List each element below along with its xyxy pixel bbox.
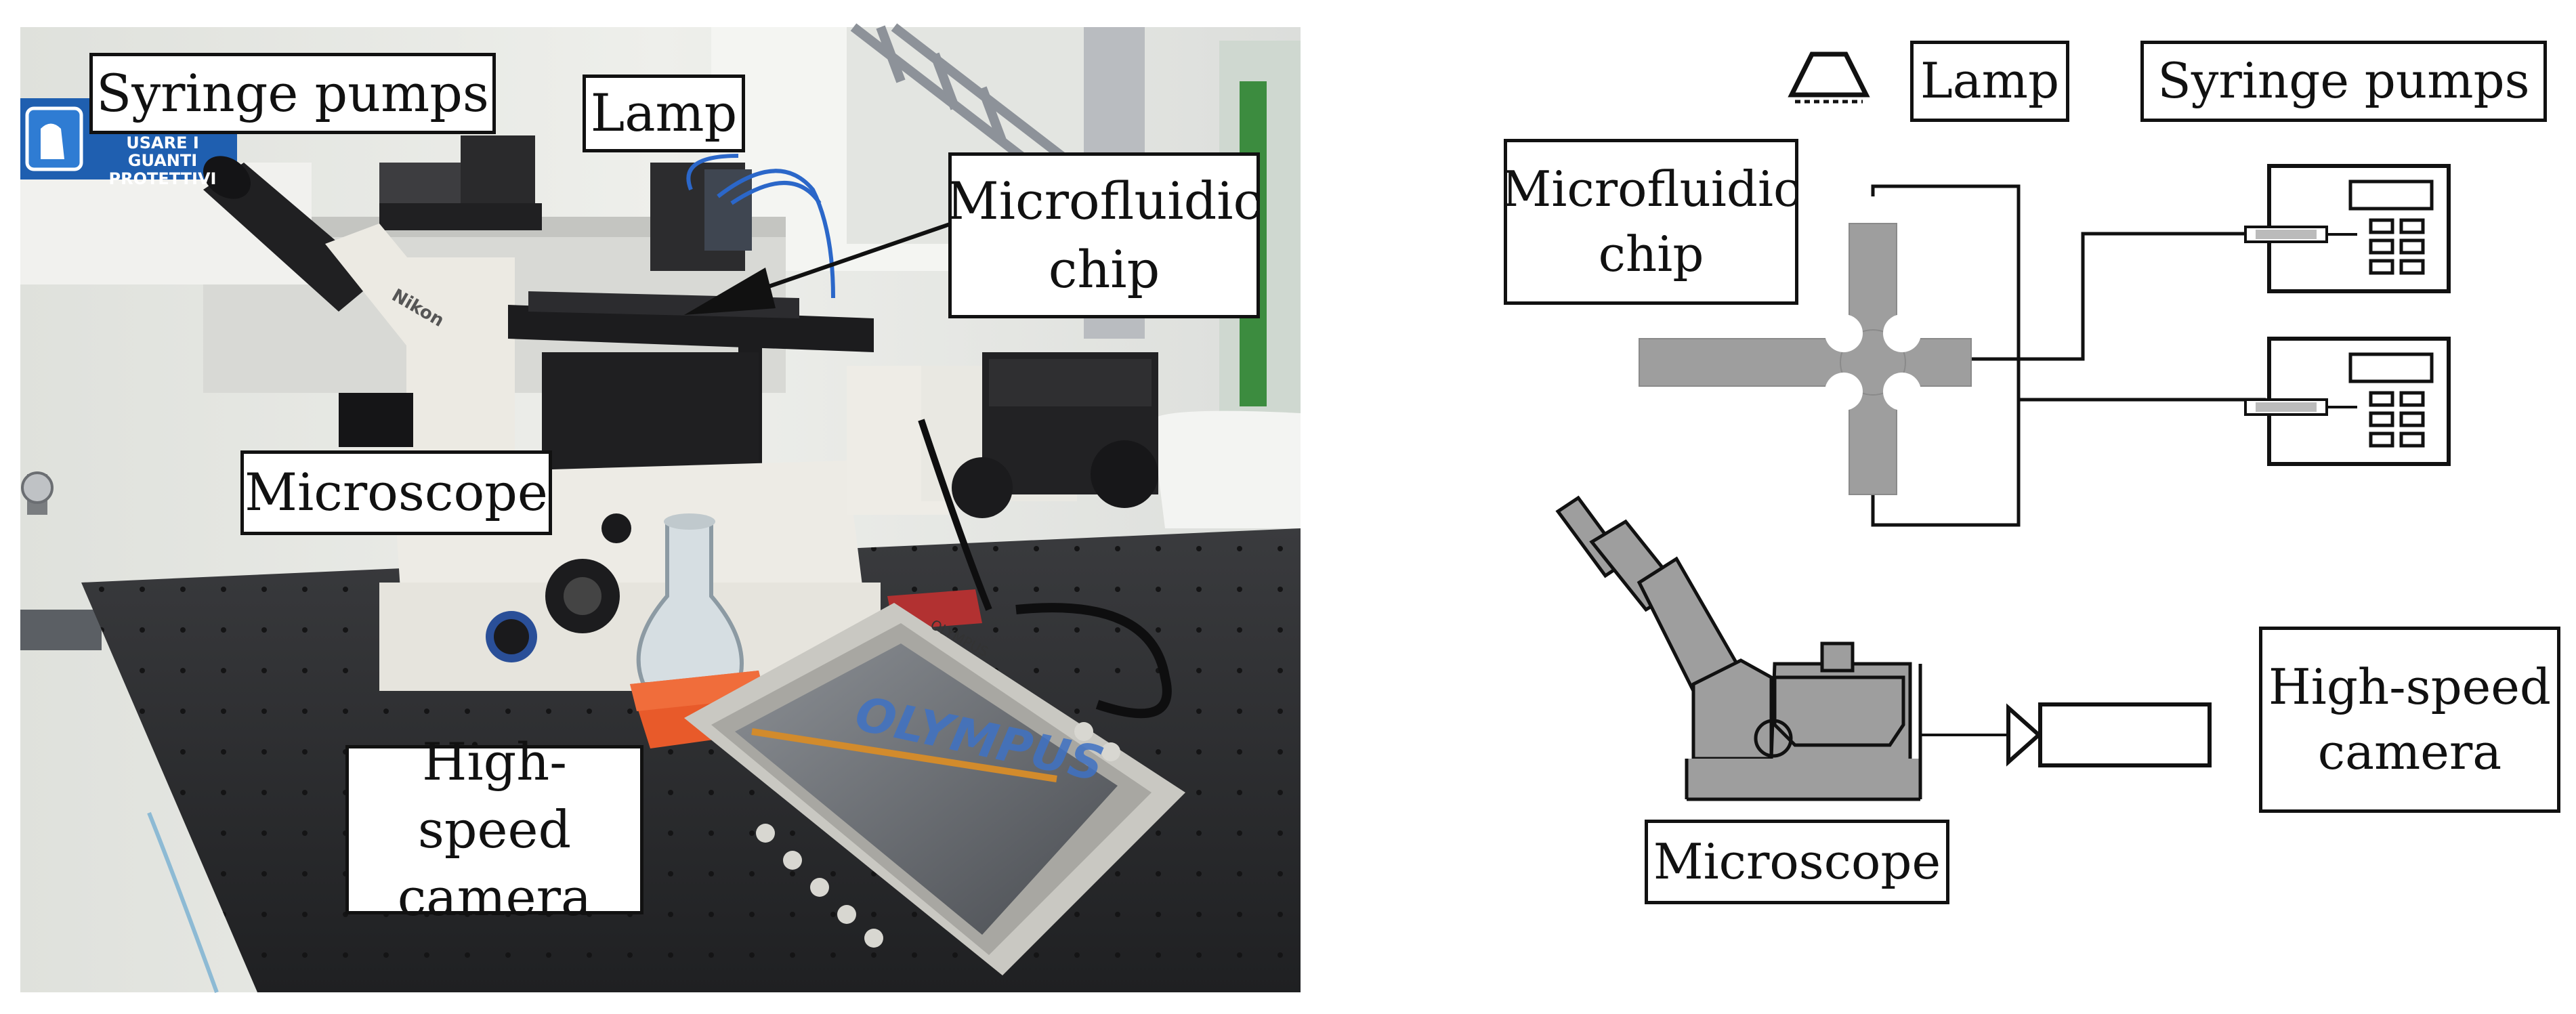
tubing <box>686 154 835 299</box>
photo-label-microfluidic-chip: Microfluidic chip <box>946 152 1262 318</box>
photo-label-microscope: Microscope <box>240 450 552 535</box>
camera-icon <box>1920 702 2212 767</box>
schematic-label-microscope: Microscope <box>1645 820 1949 904</box>
chip-pointer-arrow <box>684 221 952 315</box>
schematic-label-microfluidic-chip: Microfluidic chip <box>1502 139 1800 305</box>
syringe-pump-2-icon <box>2244 337 2451 466</box>
safety-sign-text: USARE I GUANTI PROTETTIVI <box>108 133 217 188</box>
flask <box>636 513 744 686</box>
schematic-label-high-speed-camera: High-speed camera <box>2259 627 2560 813</box>
steel-truss <box>850 23 1074 167</box>
chip-junction <box>1825 314 1921 410</box>
schematic-label-syringe-pumps: Syringe pumps <box>2140 41 2547 122</box>
syringe-pump-1-icon <box>2244 164 2451 293</box>
camera-monitor <box>684 603 1185 975</box>
lamp-icon <box>1788 51 1870 104</box>
microscope-base <box>1685 664 1922 801</box>
tubing-lines <box>1871 184 2266 527</box>
photo-label-lamp: Lamp <box>583 75 745 152</box>
microscope-icon <box>1555 495 1917 801</box>
schematic-label-lamp: Lamp <box>1910 41 2069 122</box>
photo-label-syringe-pumps: Syringe pumps <box>89 53 496 134</box>
